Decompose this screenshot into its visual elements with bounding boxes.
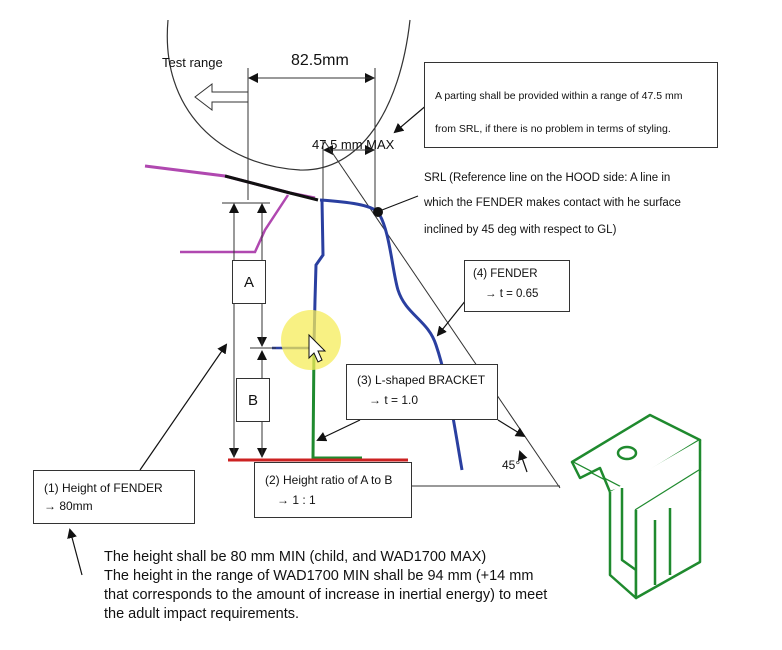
srl-note-line-3: inclined by 45 deg with respect to GL) — [424, 224, 617, 236]
dimension-a-box: A — [232, 260, 266, 304]
hood-inner-panel — [180, 194, 290, 254]
fender-callout-box: (4) FENDER → t = 0.65 — [464, 260, 570, 312]
fender-callout-title: (4) FENDER — [473, 268, 538, 280]
parting-note-pointer — [393, 103, 429, 134]
ratio-callout-value: → 1 : 1 — [277, 493, 316, 507]
l-bracket-profile — [311, 344, 362, 460]
bracket-pointer — [316, 419, 361, 442]
bottom-note-line-1: The height shall be 80 mm MIN (child, an… — [104, 549, 487, 565]
bracket-callout-box: (3) L-shaped BRACKET → t = 1.0 — [346, 364, 498, 420]
impactor-head-outline — [166, 19, 411, 171]
height-callout-title: (1) Height of FENDER — [44, 481, 163, 495]
bottom-note-line-2: The height in the range of WAD1700 MIN s… — [104, 568, 534, 584]
height-pointer — [139, 343, 228, 471]
ratio-callout-box: (2) Height ratio of A to B → 1 : 1 — [254, 462, 412, 518]
test-range-arrow — [194, 82, 249, 112]
angle-45-label: 45° — [502, 458, 521, 472]
height-callout-value: → 80mm — [44, 499, 93, 513]
bracket-callout-value: → t = 1.0 — [369, 393, 419, 407]
srl-45deg-line — [324, 141, 561, 489]
srl-note-line-2: which the FENDER makes contact with he s… — [424, 197, 681, 209]
height-callout-box: (1) Height of FENDER → 80mm — [33, 470, 195, 524]
bottom-note-line-4: the adult impact requirements. — [104, 606, 300, 622]
bottom-note: The height shall be 80 mm MIN (child, an… — [104, 548, 664, 624]
srl-note-line-1: SRL (Reference line on the HOOD side: A … — [424, 172, 671, 184]
bottom-note-line-3: that corresponds to the amount of increa… — [104, 587, 548, 603]
l-bracket-3d-icon — [570, 413, 702, 600]
mouse-cursor-icon — [308, 333, 327, 363]
dim-47-5-label: 47.5 mm MAX — [312, 137, 395, 152]
hood-edge — [224, 174, 319, 202]
test-range-label: Test range — [162, 55, 223, 70]
parting-note-line-1: A parting shall be provided within a ran… — [435, 90, 683, 102]
dim-82-5-label: 82.5mm — [291, 52, 349, 69]
srl-contact-point — [373, 207, 383, 217]
ratio-callout-title: (2) Height ratio of A to B — [265, 473, 393, 487]
bracket-callout-title: (3) L-shaped BRACKET — [357, 373, 486, 387]
note-pointer — [67, 528, 83, 576]
fender-callout-value: → t = 0.65 — [485, 288, 539, 300]
parting-note-line-2: from SRL, if there is no problem in term… — [435, 123, 671, 135]
parting-note-box: A parting shall be provided within a ran… — [424, 62, 718, 148]
dimension-b-box: B — [236, 378, 270, 422]
